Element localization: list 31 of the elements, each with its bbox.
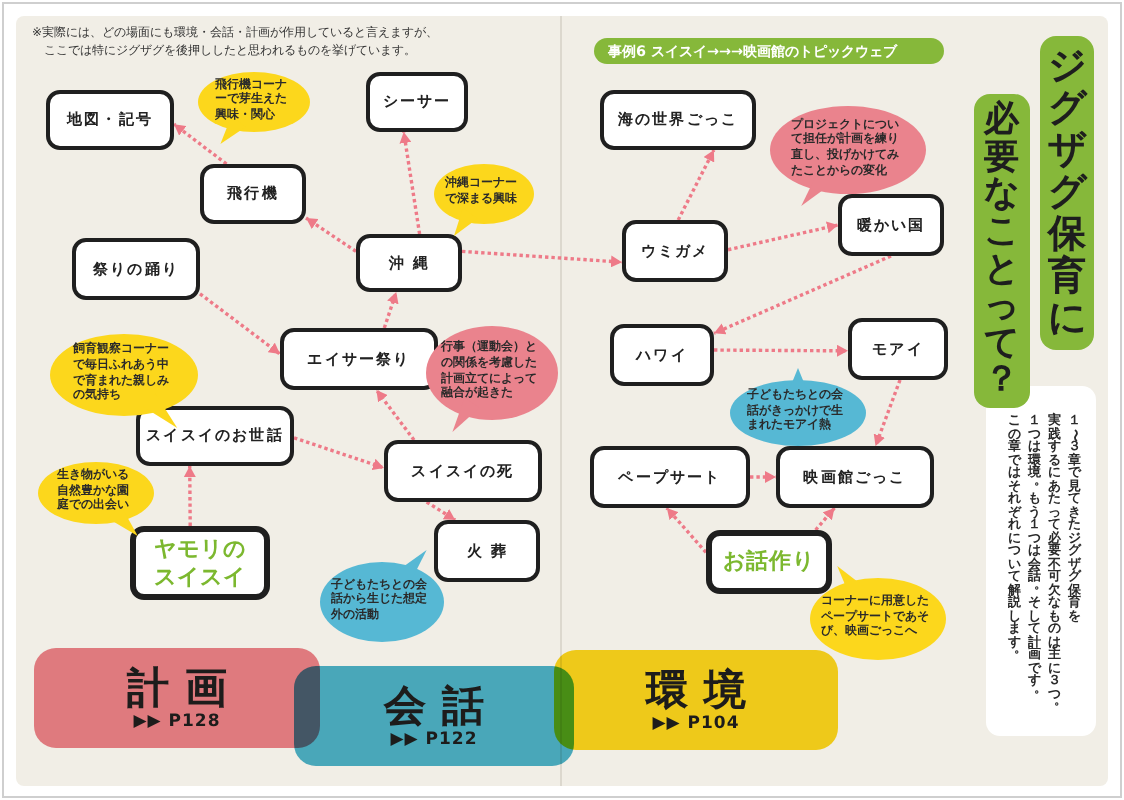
category-band bbox=[554, 650, 838, 750]
category-band bbox=[294, 666, 574, 766]
arrow bbox=[750, 471, 776, 483]
arrow bbox=[305, 216, 357, 253]
arrow bbox=[198, 292, 282, 356]
category-band bbox=[34, 648, 320, 748]
arrow bbox=[461, 249, 623, 268]
band-heading: 環境 bbox=[643, 667, 762, 713]
arrow bbox=[714, 344, 848, 357]
page-reference: ▶▶ P104 bbox=[652, 713, 740, 733]
arrow bbox=[814, 506, 836, 532]
page-reference: ▶▶ P128 bbox=[133, 711, 221, 731]
arrow bbox=[293, 436, 385, 471]
arrow bbox=[873, 379, 902, 447]
arrow bbox=[665, 506, 708, 554]
topic-box: お話作り bbox=[706, 530, 832, 594]
band-heading: 会話 bbox=[381, 683, 500, 729]
arrow bbox=[172, 122, 228, 166]
heading-banner: ジグザグ保育に bbox=[1040, 36, 1094, 350]
arrow bbox=[375, 388, 416, 442]
arrow bbox=[713, 254, 892, 335]
arrow bbox=[183, 466, 196, 526]
arrow bbox=[399, 131, 422, 235]
heading-banner: 必要なことって？ bbox=[974, 94, 1030, 408]
arrow bbox=[382, 291, 399, 329]
topic-box: ヤモリのスイスイ bbox=[130, 526, 270, 600]
arrow bbox=[727, 221, 839, 252]
band-heading: 計画 bbox=[124, 665, 243, 711]
page-reference: ▶▶ P122 bbox=[390, 729, 478, 749]
arrow bbox=[676, 149, 716, 221]
arrow bbox=[425, 500, 457, 522]
